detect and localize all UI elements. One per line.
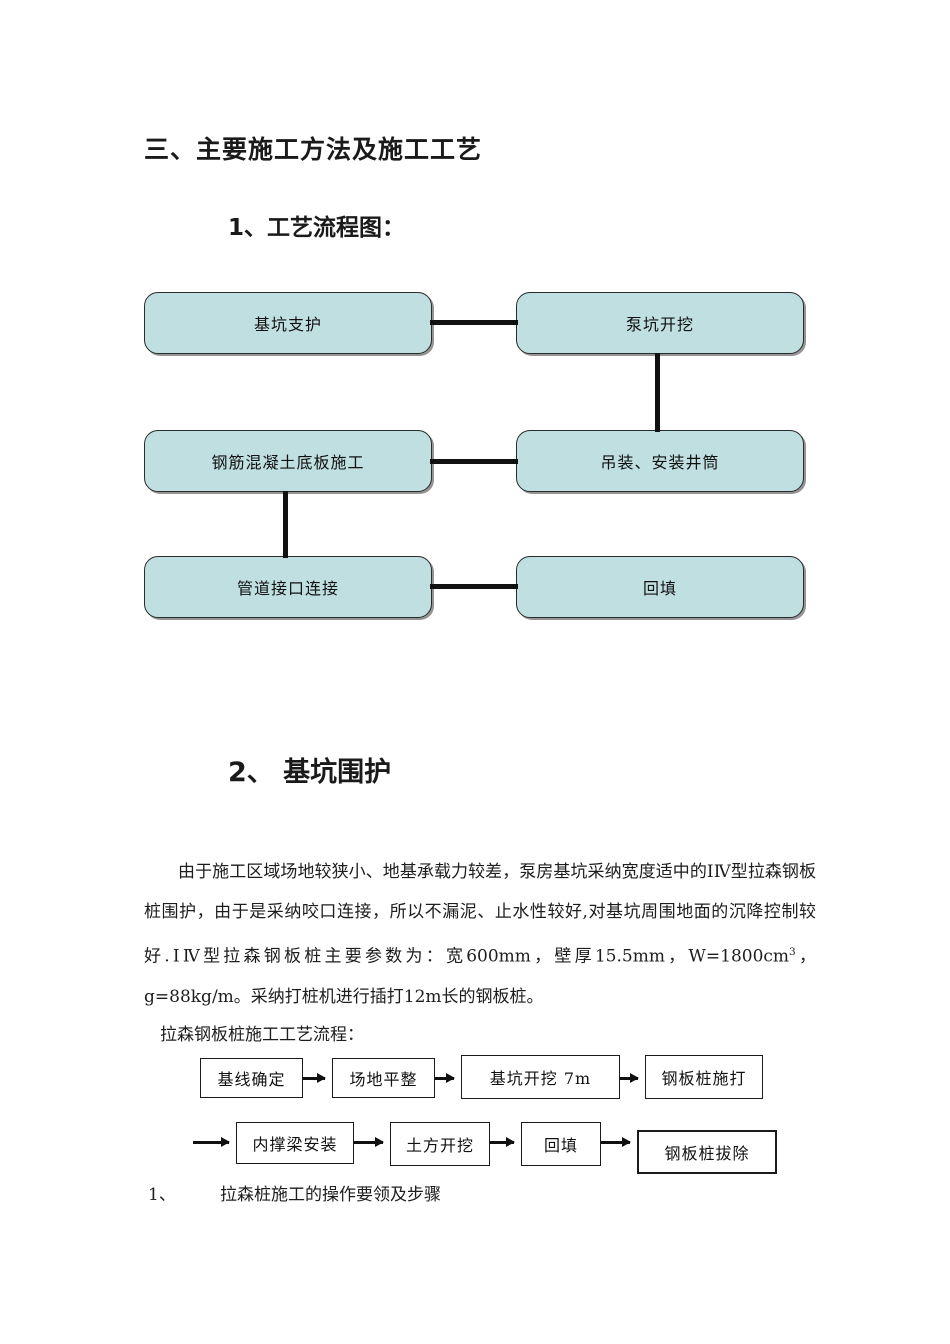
section-heading-2: 2、 基坑围护 <box>228 757 392 788</box>
flow-node-reinforced-concrete-base-slab: 钢筋混凝土底板施工 <box>144 430 432 492</box>
flow-node-hoisting-shaft-installation: 吊装、安装井筒 <box>516 430 804 492</box>
sflow-node-earthwork-excavation: 土方开挖 <box>390 1122 490 1166</box>
flow-connector-1 <box>430 320 518 325</box>
list-item-text: 拉森桩施工的操作要领及步骤 <box>220 1185 442 1205</box>
flow-connector-5 <box>430 584 518 589</box>
list-item-number: 1、 <box>148 1185 176 1205</box>
secondary-flow-caption: 拉森钢板桩施工工艺流程： <box>160 1025 364 1045</box>
sflow-arrow-5 <box>354 1141 383 1144</box>
flow-node-foundation-pit-support: 基坑支护 <box>144 292 432 354</box>
sflow-arrow-1 <box>303 1077 325 1080</box>
flow-connector-4 <box>283 491 288 558</box>
sflow-node-sheet-pile-extraction: 钢板桩拔除 <box>637 1130 777 1174</box>
section-heading-1: 1、工艺流程图： <box>228 215 406 241</box>
paragraph-superscript: 3 <box>789 946 796 958</box>
paragraph-text-prefix: 由于施工区域场地较狭小、地基承载力较差，泵房基坑采纳宽度适中的ⅠⅣ型拉森钢板桩围… <box>144 862 816 967</box>
sflow-node-sheet-pile-driving: 钢板桩施打 <box>645 1055 763 1099</box>
flow-node-pipe-joint-connection: 管道接口连接 <box>144 556 432 618</box>
sflow-node-baseline-determination: 基线确定 <box>200 1058 303 1098</box>
sflow-arrow-6 <box>490 1141 514 1144</box>
flow-connector-2 <box>655 353 660 432</box>
sflow-arrow-3 <box>620 1077 638 1080</box>
list-item: 1、 拉森桩施工的操作要领及步骤 <box>148 1180 441 1205</box>
sflow-arrow-2 <box>435 1077 454 1080</box>
sflow-node-pit-excavation-7m: 基坑开挖 7m <box>461 1055 620 1099</box>
flow-node-pump-pit-excavation: 泵坑开挖 <box>516 292 804 354</box>
sflow-node-site-leveling: 场地平整 <box>332 1058 435 1098</box>
flow-node-backfill: 回填 <box>516 556 804 618</box>
sflow-node-backfill: 回填 <box>521 1122 601 1166</box>
page-title: 三、主要施工方法及施工工艺 <box>144 135 483 164</box>
sflow-arrow-4 <box>193 1141 229 1144</box>
sflow-node-inner-bracing-beam-installation: 内撑梁安装 <box>236 1122 354 1164</box>
body-paragraph: 由于施工区域场地较狭小、地基承载力较差，泵房基坑采纳宽度适中的ⅠⅣ型拉森钢板桩围… <box>144 852 816 1017</box>
sflow-arrow-7 <box>601 1141 630 1144</box>
flow-connector-3 <box>430 459 518 464</box>
paragraph-text-suffix: ，g=88kg/m。采纳打桩机进行插打12m长的钢板桩。 <box>144 946 816 1007</box>
